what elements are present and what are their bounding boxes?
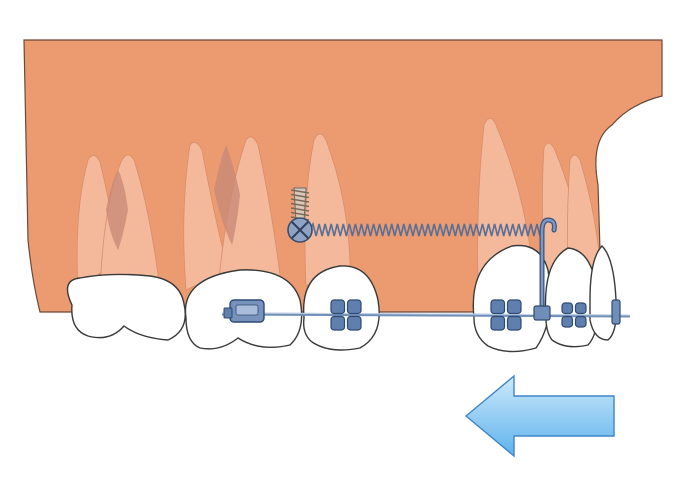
first-molar xyxy=(66,273,186,341)
bracket-canine xyxy=(490,299,522,331)
molar-tube xyxy=(223,299,265,323)
spring-coil xyxy=(309,221,541,237)
molar-root-canal xyxy=(106,170,128,250)
screw-thread xyxy=(290,189,310,194)
power-arm-hook xyxy=(533,217,557,321)
wire-end-cap xyxy=(611,299,621,325)
roots xyxy=(76,118,603,291)
retraction-direction-arrow xyxy=(464,374,615,458)
premolar2-root-canal xyxy=(214,145,240,245)
screw-head-slot xyxy=(291,221,309,239)
lateral-incisor xyxy=(544,245,618,348)
archwire xyxy=(221,312,631,318)
molar-crown xyxy=(66,273,186,341)
screw-thread xyxy=(290,211,310,217)
canine-root xyxy=(477,118,535,286)
central-incisor-crown xyxy=(589,245,618,341)
premolar2-root-buccal xyxy=(183,142,229,291)
nickel-titanium-coil-spring xyxy=(309,221,541,237)
bracket-first-premolar xyxy=(330,299,362,331)
screw-thread xyxy=(290,198,310,203)
archwire-highlight xyxy=(221,312,631,316)
screw-thread xyxy=(290,202,310,208)
screw-thread xyxy=(290,193,310,199)
screw-thread xyxy=(290,207,310,212)
mini-screw-implant xyxy=(287,187,313,243)
brackets xyxy=(330,299,587,331)
bracket-lateral-incisor xyxy=(561,302,587,328)
